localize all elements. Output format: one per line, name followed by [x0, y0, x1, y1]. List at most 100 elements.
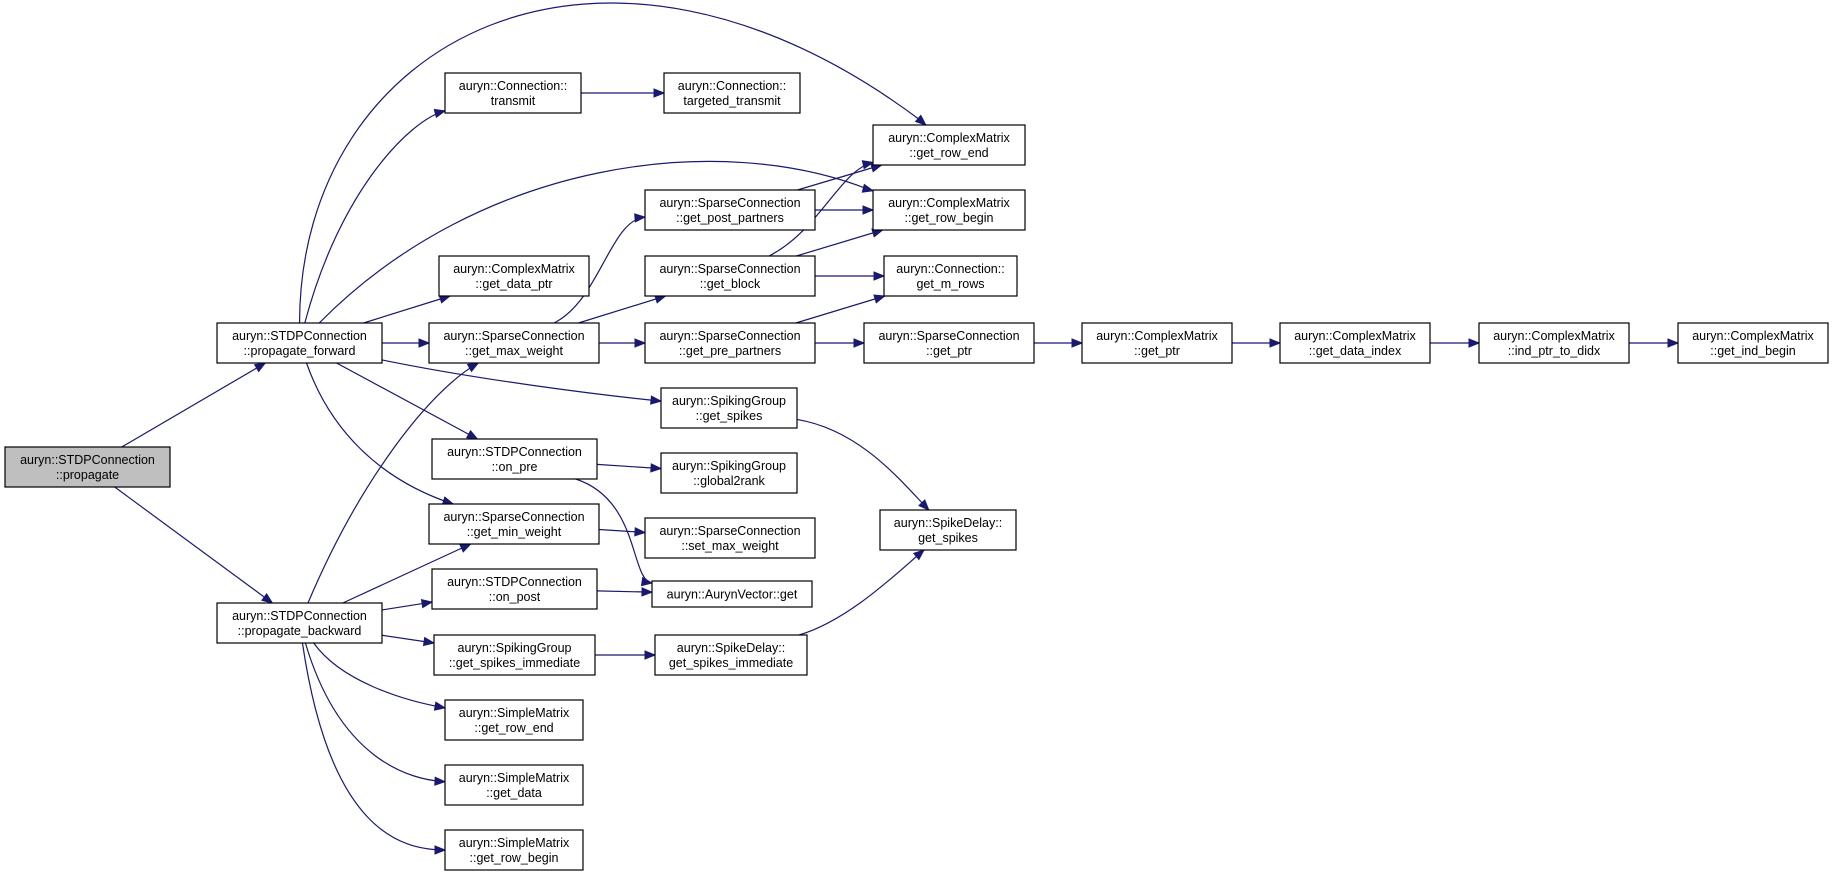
node-label-line: auryn::SpikeDelay::	[894, 516, 1002, 530]
edge-cm_get_data_index-to-cm_ind_ptr_to_didx	[1430, 338, 1481, 348]
arrowhead	[873, 271, 886, 281]
edge-propagate_backward-to-stdp_on_post	[381, 599, 434, 611]
node-label-line: auryn::SparseConnection	[659, 196, 800, 210]
edge-propagate_forward-to-cm_get_row_begin	[318, 160, 875, 324]
node-sc_get_post_partners[interactable]: auryn::SparseConnection::get_post_partne…	[644, 189, 816, 231]
node-box	[644, 322, 816, 364]
node-label-line: auryn::SpikingGroup	[672, 459, 786, 473]
node-av_get[interactable]: auryn::AurynVector::get	[651, 580, 813, 608]
node-stdp_on_pre[interactable]: auryn::STDPConnection::on_pre	[431, 438, 598, 480]
node-sg_global2rank[interactable]: auryn::SpikingGroup::global2rank	[660, 452, 798, 494]
node-sc_set_max_weight[interactable]: auryn::SparseConnection::set_max_weight	[644, 517, 816, 559]
node-box	[644, 255, 816, 297]
arrowhead	[873, 294, 886, 304]
node-sm_get_row_end[interactable]: auryn::SimpleMatrix::get_row_end	[444, 699, 584, 741]
node-propagate_backward[interactable]: auryn::STDPConnection::propagate_backwar…	[216, 602, 383, 644]
node-label-line: ::get_row_begin	[470, 851, 559, 865]
edge-line	[304, 110, 446, 324]
node-label-line: ::get_spikes	[696, 409, 763, 423]
node-label-line: auryn::SpikingGroup	[672, 394, 786, 408]
edge-sc_get_block-to-cm_get_row_end	[768, 160, 875, 257]
node-label-line: auryn::Connection::	[896, 262, 1004, 276]
edge-propagate_forward-to-transmit	[304, 108, 447, 324]
node-box	[1677, 322, 1829, 364]
node-label-line: ::get_row_end	[909, 146, 988, 160]
node-label-line: auryn::ComplexMatrix	[888, 196, 1010, 210]
node-label-line: ::get_ptr	[926, 344, 972, 358]
node-transmit[interactable]: auryn::Connection::transmit	[444, 72, 582, 114]
edge-stdp_on_pre-to-av_get	[575, 478, 654, 587]
edge-propagate_backward-to-sm_get_data	[304, 642, 447, 786]
edge-line	[796, 418, 930, 511]
node-cm_ind_ptr_to_didx[interactable]: auryn::ComplexMatrix::ind_ptr_to_didx	[1478, 322, 1630, 364]
node-label-line: ::set_max_weight	[681, 539, 779, 553]
node-cm_get_data_index[interactable]: auryn::ComplexMatrix::get_data_index	[1279, 322, 1431, 364]
node-label-line: auryn::SparseConnection	[443, 329, 584, 343]
edge-propagate_forward-to-sc_get_max_weight	[382, 338, 431, 348]
arrowhead	[466, 362, 480, 373]
node-box	[883, 255, 1018, 297]
node-sm_get_data[interactable]: auryn::SimpleMatrix::get_data	[444, 764, 584, 806]
edge-propagate_backward-to-sc_get_max_weight	[307, 362, 480, 604]
node-targeted_transmit[interactable]: auryn::Connection::targeted_transmit	[663, 72, 801, 114]
node-box	[444, 829, 584, 871]
edge-cm_get_ptr-to-cm_get_data_index	[1232, 338, 1282, 348]
edge-line	[795, 295, 885, 324]
node-box	[433, 634, 596, 676]
node-label-line: ::get_min_weight	[467, 525, 562, 539]
edge-line	[342, 543, 471, 604]
arrowhead	[434, 776, 447, 786]
node-label-line: auryn::SparseConnection	[659, 524, 800, 538]
node-sc_get_max_weight[interactable]: auryn::SparseConnection::get_max_weight	[428, 322, 600, 364]
node-cm_get_row_end[interactable]: auryn::ComplexMatrix::get_row_end	[872, 124, 1026, 166]
arrowhead	[434, 845, 447, 855]
node-propagate_forward[interactable]: auryn::STDPConnection::propagate_forward	[216, 322, 383, 364]
arrowhead	[261, 592, 274, 604]
node-stdp_on_post[interactable]: auryn::STDPConnection::on_post	[431, 568, 598, 610]
node-sm_get_row_begin[interactable]: auryn::SimpleMatrix::get_row_begin	[444, 829, 584, 871]
node-sc_get_block[interactable]: auryn::SparseConnection::get_block	[644, 255, 816, 297]
node-label-line: ::get_post_partners	[676, 211, 784, 225]
edge-cm_ind_ptr_to_didx-to-cm_get_ind_begin	[1629, 338, 1680, 348]
node-label-line: get_m_rows	[916, 277, 984, 291]
node-box	[654, 634, 808, 676]
arrowhead	[644, 650, 657, 660]
edge-line	[553, 216, 646, 324]
edge-line	[114, 486, 273, 604]
node-cm_get_ind_begin[interactable]: auryn::ComplexMatrix::get_ind_begin	[1677, 322, 1829, 364]
node-label-line: auryn::ComplexMatrix	[1692, 329, 1814, 343]
node-sc_get_pre_partners[interactable]: auryn::SparseConnection::get_pre_partner…	[644, 322, 816, 364]
node-sd_get_spikes[interactable]: auryn::SpikeDelay::get_spikes	[879, 509, 1017, 551]
arrowhead	[422, 636, 436, 647]
edge-propagate_forward-to-sc_get_min_weight	[305, 362, 455, 506]
edge-propagate-to-propagate_backward	[114, 486, 274, 604]
node-label-line: auryn::SimpleMatrix	[459, 706, 570, 720]
arrowhead	[253, 362, 267, 373]
edge-line	[798, 549, 925, 636]
edge-sc_get_pre_partners-to-conn_get_m_rows	[795, 294, 886, 324]
arrowhead	[433, 701, 447, 711]
node-sg_get_spikes_immediate[interactable]: auryn::SpikingGroup::get_spikes_immediat…	[433, 634, 596, 676]
node-conn_get_m_rows[interactable]: auryn::Connection::get_m_rows	[883, 255, 1018, 297]
arrowhead	[1071, 338, 1084, 348]
node-label-line: auryn::Connection::	[459, 79, 567, 93]
edge-line	[313, 642, 446, 709]
node-cm_get_data_ptr[interactable]: auryn::ComplexMatrix::get_data_ptr	[438, 255, 590, 297]
node-label-line: auryn::SparseConnection	[659, 262, 800, 276]
node-sd_get_spikes_immediate[interactable]: auryn::SpikeDelay::get_spikes_immediate	[654, 634, 808, 676]
node-box	[216, 322, 383, 364]
node-sc_get_min_weight[interactable]: auryn::SparseConnection::get_min_weight	[428, 503, 600, 545]
edge-line	[575, 478, 653, 584]
edge-line	[298, 2, 927, 324]
node-box	[872, 124, 1026, 166]
node-label-line: ::get_ind_begin	[1710, 344, 1796, 358]
edge-stdp_on_pre-to-sg_global2rank	[596, 463, 663, 473]
node-sc_get_ptr[interactable]: auryn::SparseConnection::get_ptr	[863, 322, 1035, 364]
node-sg_get_spikes[interactable]: auryn::SpikingGroup::get_spikes	[660, 387, 798, 429]
node-label-line: ::get_pre_partners	[679, 344, 781, 358]
node-label-line: ::propagate	[56, 468, 119, 482]
node-label-line: auryn::SimpleMatrix	[459, 771, 570, 785]
node-label-line: auryn::STDPConnection	[447, 445, 582, 459]
node-cm_get_ptr[interactable]: auryn::ComplexMatrix::get_ptr	[1081, 322, 1233, 364]
node-cm_get_row_begin[interactable]: auryn::ComplexMatrix::get_row_begin	[872, 189, 1026, 231]
